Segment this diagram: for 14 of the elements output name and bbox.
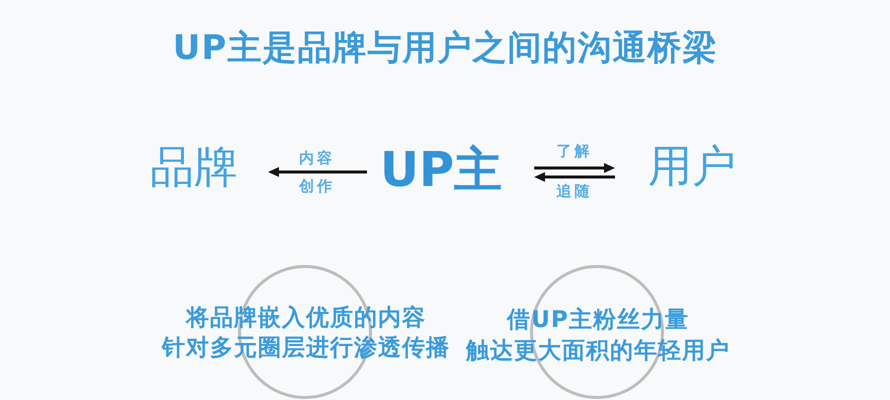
arrow xyxy=(268,167,367,177)
body-text: 针对多元圈层进行渗透传播 xyxy=(162,334,450,362)
arrow xyxy=(534,163,615,173)
arrow xyxy=(534,172,615,182)
body-text: 借UP主粉丝力量 xyxy=(507,306,689,334)
title: UP主是品牌与用户之间的沟通桥梁 xyxy=(172,27,718,69)
node-label: 用户 xyxy=(648,145,736,189)
node-label: UP主 xyxy=(380,146,502,194)
body-text: 触达更大面积的年轻用户 xyxy=(466,337,730,365)
body-text: 将品牌嵌入优质的内容 xyxy=(186,304,426,332)
node-label: 品牌 xyxy=(150,146,238,190)
edge-label: 了解 xyxy=(556,142,593,160)
edge-label: 内容创作 xyxy=(299,148,336,197)
edge-label: 追随 xyxy=(556,182,593,200)
